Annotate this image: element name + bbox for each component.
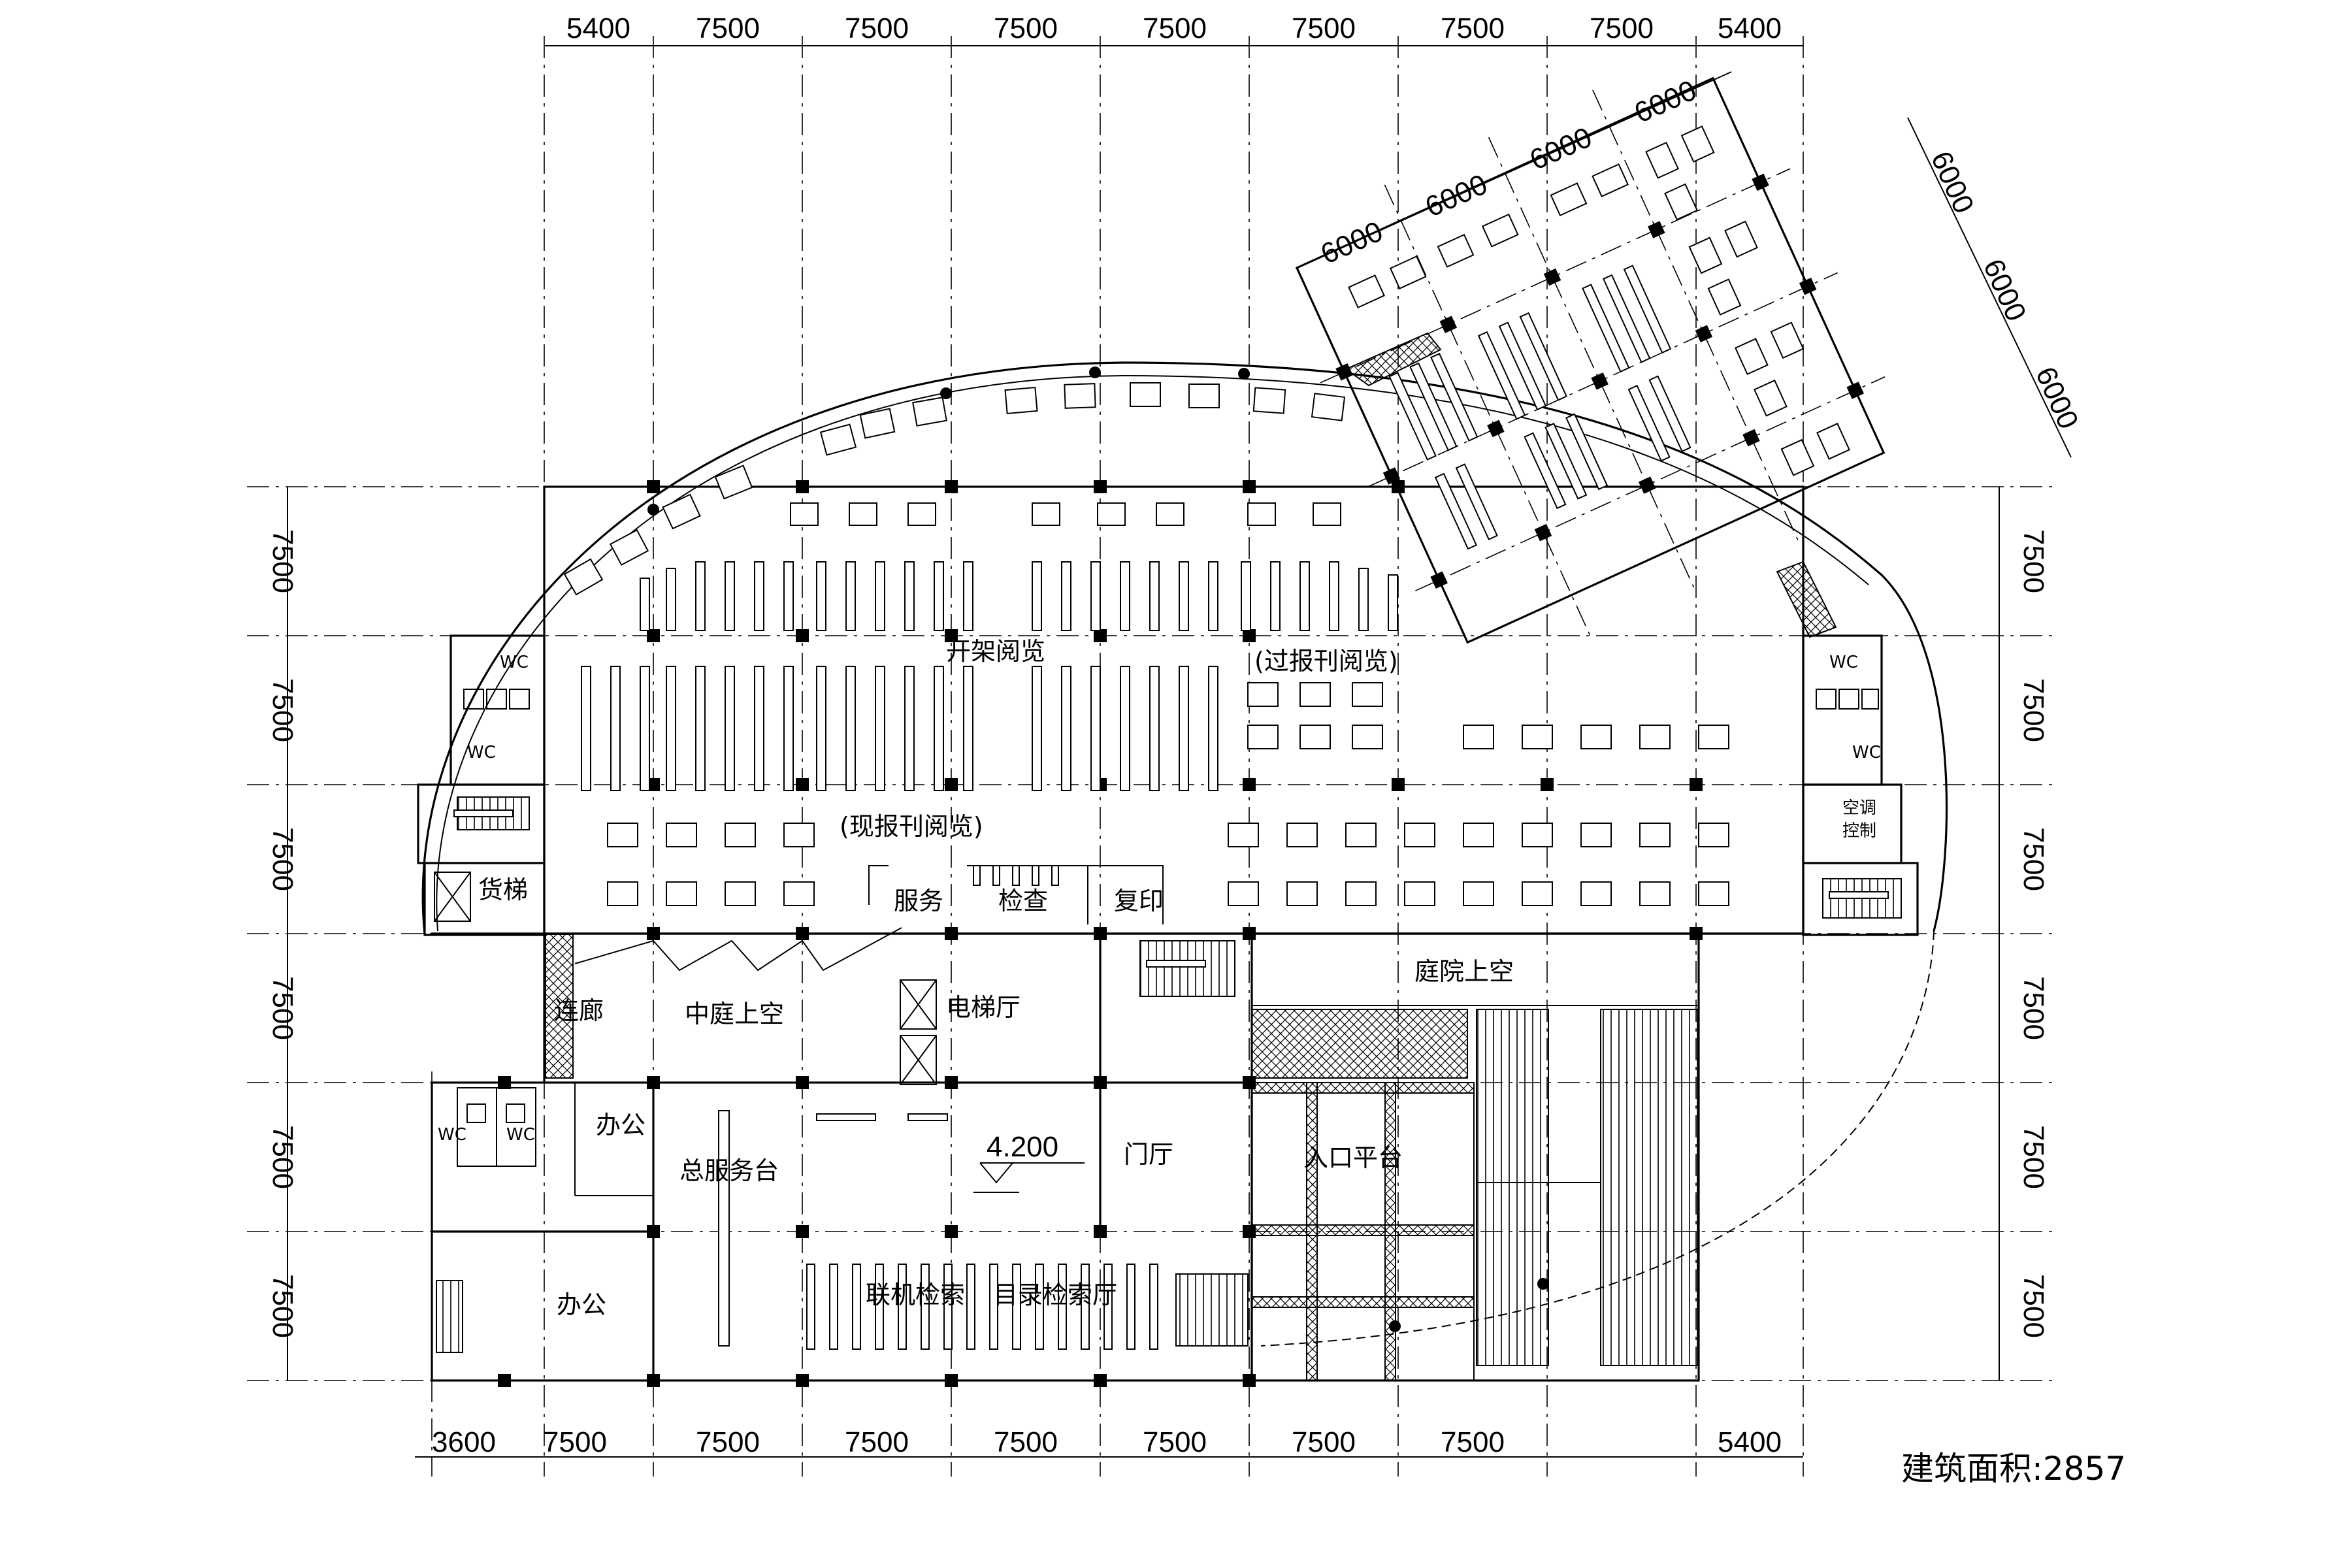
service-counters xyxy=(816,865,1164,1121)
top-dimensions: 5400 7500 7500 7500 7500 7500 7500 7500 … xyxy=(566,12,1782,44)
building-area: 建筑面积:2857 xyxy=(1901,1450,2126,1488)
dim-bottom-4: 7500 xyxy=(845,1426,909,1458)
dim-left-1: 7500 xyxy=(267,529,299,593)
dim-bottom-9: 5400 xyxy=(1718,1426,1782,1458)
corridor-hatch xyxy=(545,934,574,1079)
wing-right-dimensions: 6000 6000 6000 xyxy=(1907,117,2085,458)
dim-top-7: 7500 xyxy=(1441,12,1505,44)
wc-fixtures xyxy=(457,689,1879,1167)
label-courtyard-void: 庭院上空 xyxy=(1414,957,1514,986)
stair-lower-left xyxy=(436,1280,463,1353)
dim-bottom-2: 7500 xyxy=(543,1426,607,1458)
label-catalog-hall: 目录检索厅 xyxy=(993,1281,1117,1309)
atrium-zigzag xyxy=(574,927,902,972)
label-corridor: 连廊 xyxy=(554,996,604,1025)
entrance-platform-grid xyxy=(1251,1009,1699,1381)
bottom-dimensions: 3600 7500 7500 7500 7500 7500 7500 7500 … xyxy=(432,1426,1782,1458)
wing-hatch-bottom xyxy=(1776,561,1837,638)
label-ac-control-2: 控制 xyxy=(1842,821,1876,841)
label-wc-5: WC xyxy=(438,1125,466,1145)
right-dimensions: 7500 7500 7500 7500 7500 7500 xyxy=(2017,529,2050,1338)
stair-upper xyxy=(1139,940,1235,997)
elevator-shaft-2 xyxy=(900,1035,937,1085)
label-freight-elevator: 货梯 xyxy=(478,875,528,904)
dim-left-5: 7500 xyxy=(267,1125,299,1189)
dim-wing-top-3: 6000 xyxy=(1525,121,1596,176)
label-lobby: 门厅 xyxy=(1124,1140,1173,1169)
label-copy: 复印 xyxy=(1114,887,1164,915)
label-atrium-void: 中庭上空 xyxy=(685,1000,784,1028)
dim-bottom-6: 7500 xyxy=(1143,1426,1207,1458)
label-online-search: 联机检索 xyxy=(866,1281,965,1309)
dim-bottom-3: 7500 xyxy=(696,1426,760,1458)
dim-top-6: 7500 xyxy=(1292,12,1356,44)
service-desk-counter xyxy=(718,1110,730,1347)
label-office-upper: 办公 xyxy=(596,1111,645,1139)
dim-right-5: 7500 xyxy=(2017,1125,2050,1189)
stair-lower-right xyxy=(1175,1273,1249,1347)
dim-right-4: 7500 xyxy=(2017,976,2050,1040)
dim-top-3: 7500 xyxy=(845,12,909,44)
dim-wing-right-3: 6000 xyxy=(2029,362,2085,433)
dim-wing-right-1: 6000 xyxy=(1925,146,1980,218)
dim-top-1: 5400 xyxy=(566,12,630,44)
wing-right-dimension-line xyxy=(1907,117,2072,458)
freight-elevator-shaft xyxy=(434,872,471,922)
label-past-periodicals: (过报刊阅览) xyxy=(1254,647,1398,676)
columns xyxy=(498,367,1703,1387)
dim-left-2: 7500 xyxy=(267,678,299,742)
dim-top-5: 7500 xyxy=(1143,12,1207,44)
dim-wing-top-4: 6000 xyxy=(1629,74,1701,129)
dim-bottom-7: 7500 xyxy=(1292,1426,1356,1458)
label-wc-1: WC xyxy=(500,653,529,672)
book-shelves xyxy=(581,561,1398,1350)
wing-hatch-top xyxy=(1344,332,1442,387)
reading-wing xyxy=(1295,76,1886,644)
left-dimensions: 7500 7500 7500 7500 7500 7500 xyxy=(267,529,299,1338)
dim-top-8: 7500 xyxy=(1590,12,1654,44)
dim-wing-right-2: 6000 xyxy=(1977,254,2033,325)
dim-top-2: 7500 xyxy=(696,12,760,44)
courtyard-hatch xyxy=(1251,1009,1468,1079)
dim-left-3: 7500 xyxy=(267,827,299,891)
elevators-stairs xyxy=(434,796,1902,1353)
vertical-axes xyxy=(431,36,1804,1477)
label-wc-6: WC xyxy=(506,1125,535,1145)
elevator-shaft-1 xyxy=(900,979,937,1030)
label-ac-control-1: 空调 xyxy=(1842,798,1876,818)
label-elevator-hall: 电梯厅 xyxy=(946,993,1021,1022)
dim-right-3: 7500 xyxy=(2017,827,2050,891)
dim-top-4: 7500 xyxy=(994,12,1058,44)
label-office-lower: 办公 xyxy=(557,1290,606,1319)
label-open-reading: 开架阅览 xyxy=(946,637,1045,666)
room-labels: 开架阅览 (过报刊阅览) (现报刊阅览) 服务 检查 复印 货梯 连廊 中庭上空… xyxy=(438,637,1881,1319)
label-service-desk: 总服务台 xyxy=(679,1156,779,1185)
dim-right-6: 7500 xyxy=(2017,1274,2050,1338)
dim-left-4: 7500 xyxy=(267,976,299,1040)
reading-tables xyxy=(563,382,1729,906)
label-wc-3: WC xyxy=(1829,653,1858,672)
label-entrance-platform: 入口平台 xyxy=(1303,1143,1403,1172)
level-mark: 4.200 xyxy=(973,1131,1085,1193)
label-wc-4: WC xyxy=(1852,743,1881,762)
dim-bottom-5: 7500 xyxy=(994,1426,1058,1458)
label-current-periodicals: (现报刊阅览) xyxy=(840,812,983,841)
wing-tables xyxy=(1348,125,1850,476)
label-service: 服务 xyxy=(894,887,943,915)
label-inspection: 检查 xyxy=(998,887,1048,915)
wing-shelves xyxy=(1388,265,1691,550)
dim-top-9: 5400 xyxy=(1718,12,1782,44)
dim-bottom-1: 3600 xyxy=(432,1426,496,1458)
dim-right-1: 7500 xyxy=(2017,529,2050,593)
dim-left-6: 7500 xyxy=(267,1274,299,1338)
dim-bottom-8: 7500 xyxy=(1441,1426,1505,1458)
dim-right-2: 7500 xyxy=(2017,678,2050,742)
level-elevation: 4.200 xyxy=(987,1131,1058,1163)
label-wc-2: WC xyxy=(467,743,496,762)
